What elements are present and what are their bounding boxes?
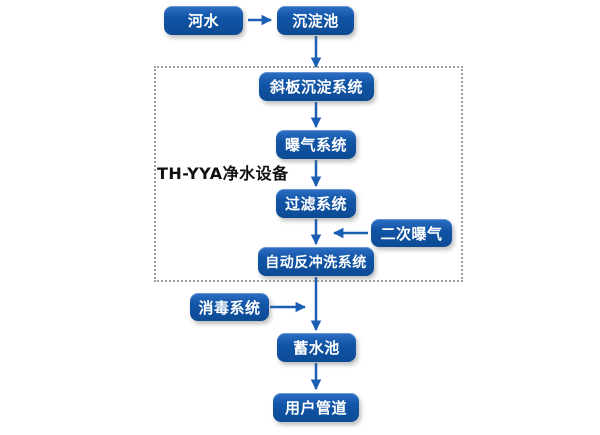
node-aeration-system: 曝气系统	[276, 130, 356, 159]
node-user-pipeline: 用户管道	[273, 393, 359, 422]
node-filtration-system: 过滤系统	[276, 189, 356, 218]
node-inclined-plate-system: 斜板沉淀系统	[259, 72, 374, 101]
node-secondary-aeration: 二次曝气	[371, 219, 452, 247]
node-river: 河水	[164, 6, 243, 35]
th-yya-equipment-boundary	[154, 66, 463, 282]
node-disinfection-system: 消毒系统	[190, 293, 269, 321]
node-auto-backwash-system: 自动反冲洗系统	[258, 247, 374, 276]
node-storage-pool: 蓄水池	[277, 333, 356, 362]
th-yya-equipment-label: TH-YYA净水设备	[157, 164, 289, 183]
node-sedimentation-pool: 沉淀池	[277, 6, 354, 35]
